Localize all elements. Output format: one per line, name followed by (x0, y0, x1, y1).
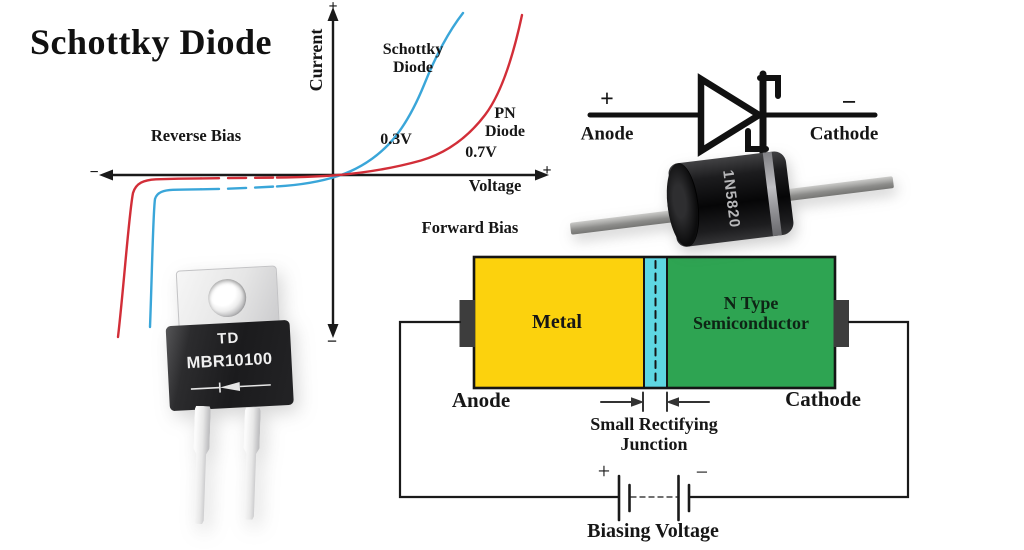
pn-curve-dashed (199, 176, 279, 180)
pn-curve-forward (275, 13, 524, 179)
symbol-cathode-label: Cathode (809, 123, 879, 145)
schottky-symbol (587, 70, 878, 157)
to220-mounting-hole (207, 278, 248, 319)
axial-diode-photo: 1N5820 (566, 146, 896, 250)
junction-pointer-arrows (600, 391, 710, 412)
to220-diode-symbol-marking (190, 382, 271, 393)
symbol-anode-label: Anode (580, 123, 634, 145)
junction-label-line1: Small Rectifying (590, 413, 718, 434)
pn-curve-label-line1: PN (494, 105, 516, 123)
diagram-cathode-label: Cathode (785, 387, 861, 412)
axial-diode-right-lead (785, 176, 895, 202)
axial-diode-end-face (662, 161, 704, 249)
symbol-hook-bottom (745, 128, 769, 152)
schottky-curve-dashed (199, 185, 279, 191)
junction-arrow-right-head (631, 397, 644, 407)
current-axis-plus: + (328, 0, 338, 16)
current-axis-label: Current (305, 28, 326, 92)
axial-diode-cathode-band (762, 151, 782, 237)
to220-brand-text: TD (216, 329, 240, 348)
reverse-bias-label: Reverse Bias (150, 125, 242, 145)
to220-right-leg (241, 407, 261, 519)
axial-diode-left-lead (569, 209, 683, 235)
schottky-curve-label-line2: Diode (392, 59, 433, 76)
junction-label: Small Rectifying Junction (590, 414, 718, 454)
junction-label-line2: Junction (620, 434, 688, 454)
iv-curves (116, 11, 524, 339)
current-axis-arrow-up (327, 7, 339, 21)
current-axis-minus: − (326, 330, 338, 351)
cathode-terminal (833, 300, 849, 347)
voltage-axis-minus: − (89, 164, 99, 182)
pn-curve-reverse (116, 177, 203, 339)
current-axis-arrow-down (327, 324, 339, 338)
pn-curve-label: PN Diode (485, 105, 525, 141)
battery-label: Biasing Voltage (587, 519, 719, 542)
schottky-curve-reverse (148, 188, 203, 329)
to220-part-number-text: MBR10100 (186, 349, 273, 373)
junction-arrow-left-head (666, 397, 679, 407)
schottky-curve-label: Schottky Diode (383, 41, 443, 77)
to220-package-photo: TD MBR10100 (160, 265, 302, 550)
battery-minus-sign: − (695, 459, 709, 485)
voltage-axis-label: Voltage (468, 175, 522, 195)
to220-legs (156, 405, 302, 530)
voltage-axis-arrow-right (535, 169, 549, 181)
semiconductor-label-line2: Semiconductor (693, 313, 809, 333)
axial-diode-marking-text: 1N5820 (719, 168, 744, 230)
symbol-hook-top (757, 75, 781, 99)
voltage-axis-arrow-left (99, 169, 113, 181)
to220-left-leg (191, 406, 211, 524)
pn-threshold-label: 0.7V (465, 144, 497, 162)
junction-strip-borders (643, 256, 668, 389)
anode-terminal (459, 300, 475, 347)
symbol-minus-sign: − (841, 87, 857, 117)
page-title: Schottky Diode (30, 22, 273, 62)
axial-diode-body: 1N5820 (662, 150, 795, 249)
semiconductor-block-label: N Type Semiconductor (693, 293, 809, 333)
junction-block (459, 255, 849, 390)
voltage-axis-plus: + (542, 162, 552, 180)
schottky-threshold-label: 0.3V (380, 131, 412, 149)
to220-assembly: TD MBR10100 (153, 262, 310, 550)
forward-bias-label: Forward Bias (421, 217, 519, 237)
metal-block-label: Metal (532, 310, 582, 333)
semiconductor-label-line1: N Type (723, 292, 779, 313)
pn-curve-label-line2: Diode (485, 123, 525, 140)
semiconductor-block (667, 257, 835, 388)
battery-plus-sign: + (597, 458, 611, 484)
symbol-triangle (697, 73, 766, 157)
metal-block (474, 257, 644, 388)
symbol-plus-sign: + (600, 86, 614, 113)
axial-diode-assembly: 1N5820 (561, 126, 901, 269)
anode-wire (398, 320, 620, 499)
diagram-anode-label: Anode (451, 388, 511, 413)
schottky-curve-label-line1: Schottky (382, 41, 444, 59)
schottky-curve-forward (275, 11, 465, 188)
to220-body: TD MBR10100 (165, 319, 294, 412)
biasing-circuit (398, 320, 910, 522)
cathode-wire (688, 320, 910, 499)
